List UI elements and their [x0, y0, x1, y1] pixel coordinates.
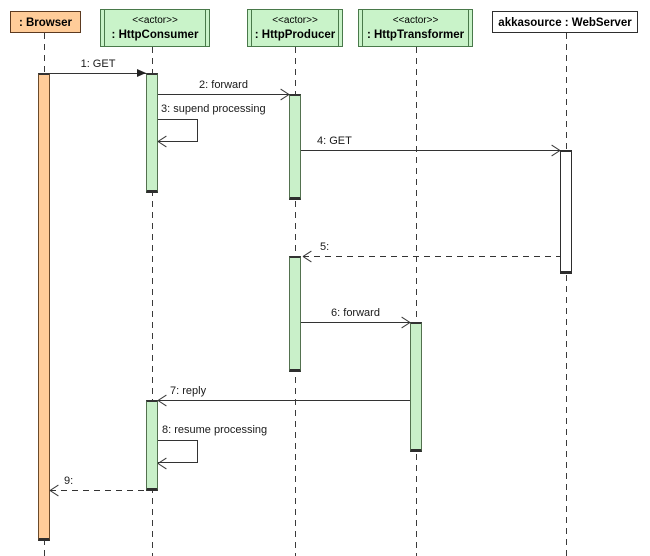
- activation-httpconsumer-2: [146, 400, 158, 491]
- message-label: 4: GET: [317, 135, 352, 147]
- participant-httpconsumer: <<actor>> : HttpConsumer: [100, 9, 210, 47]
- participant-name: : HttpProducer: [254, 29, 336, 41]
- message-line: [50, 73, 146, 74]
- arrowhead-open-right-icon: [279, 88, 289, 100]
- activation-httpproducer-1: [289, 94, 301, 200]
- message-label: 3: supend processing: [161, 103, 266, 115]
- activation-httpconsumer-1: [146, 73, 158, 193]
- arrowhead-open-left-icon: [50, 484, 60, 496]
- lifeline-httpconsumer: [152, 47, 153, 556]
- participant-browser: : Browser: [10, 11, 81, 33]
- message-label: 9:: [64, 475, 74, 487]
- activation-webserver: [560, 150, 572, 274]
- self-message-loop: [158, 119, 198, 142]
- message-line: [301, 322, 410, 323]
- lifeline-webserver: [566, 33, 567, 556]
- participant-stereotype: <<actor>>: [392, 15, 439, 26]
- participant-name: : HttpTransformer: [366, 29, 465, 41]
- participant-name: : Browser: [18, 17, 73, 29]
- participant-httptransformer: <<actor>> : HttpTransformer: [358, 9, 473, 47]
- arrowhead-open-right-icon: [400, 316, 410, 328]
- participant-stereotype: <<actor>>: [132, 15, 178, 26]
- arrowhead-open-left-icon: [303, 250, 313, 262]
- self-message-loop: [158, 440, 198, 463]
- arrowhead-open-left-icon: [158, 135, 168, 147]
- message-label: 1: GET: [80, 58, 116, 70]
- arrowhead-open-left-icon: [158, 457, 168, 469]
- participant-httpproducer: <<actor>> : HttpProducer: [247, 9, 343, 47]
- message-label: 7: reply: [170, 385, 207, 397]
- message-label: 5:: [320, 241, 330, 253]
- lifeline-httptransformer: [416, 47, 417, 556]
- message-line-dashed: [303, 256, 560, 257]
- message-line-dashed: [50, 490, 146, 491]
- arrowhead-filled-right-icon: [137, 69, 146, 77]
- message-line: [301, 150, 560, 151]
- arrowhead-open-right-icon: [550, 144, 560, 156]
- message-label: 6: forward: [331, 307, 380, 319]
- participant-stereotype: <<actor>>: [272, 15, 318, 26]
- message-label: 8: resume processing: [162, 424, 268, 436]
- message-line: [158, 94, 289, 95]
- arrowhead-open-left-icon: [158, 394, 168, 406]
- participant-name: : HttpConsumer: [111, 29, 199, 41]
- message-line: [158, 400, 410, 401]
- activation-browser: [38, 73, 50, 541]
- message-label: 2: forward: [199, 79, 248, 91]
- activation-httpproducer-2: [289, 256, 301, 372]
- participant-webserver: akkasource : WebServer: [492, 11, 638, 33]
- participant-name: akkasource : WebServer: [498, 17, 632, 29]
- activation-httptransformer: [410, 322, 422, 452]
